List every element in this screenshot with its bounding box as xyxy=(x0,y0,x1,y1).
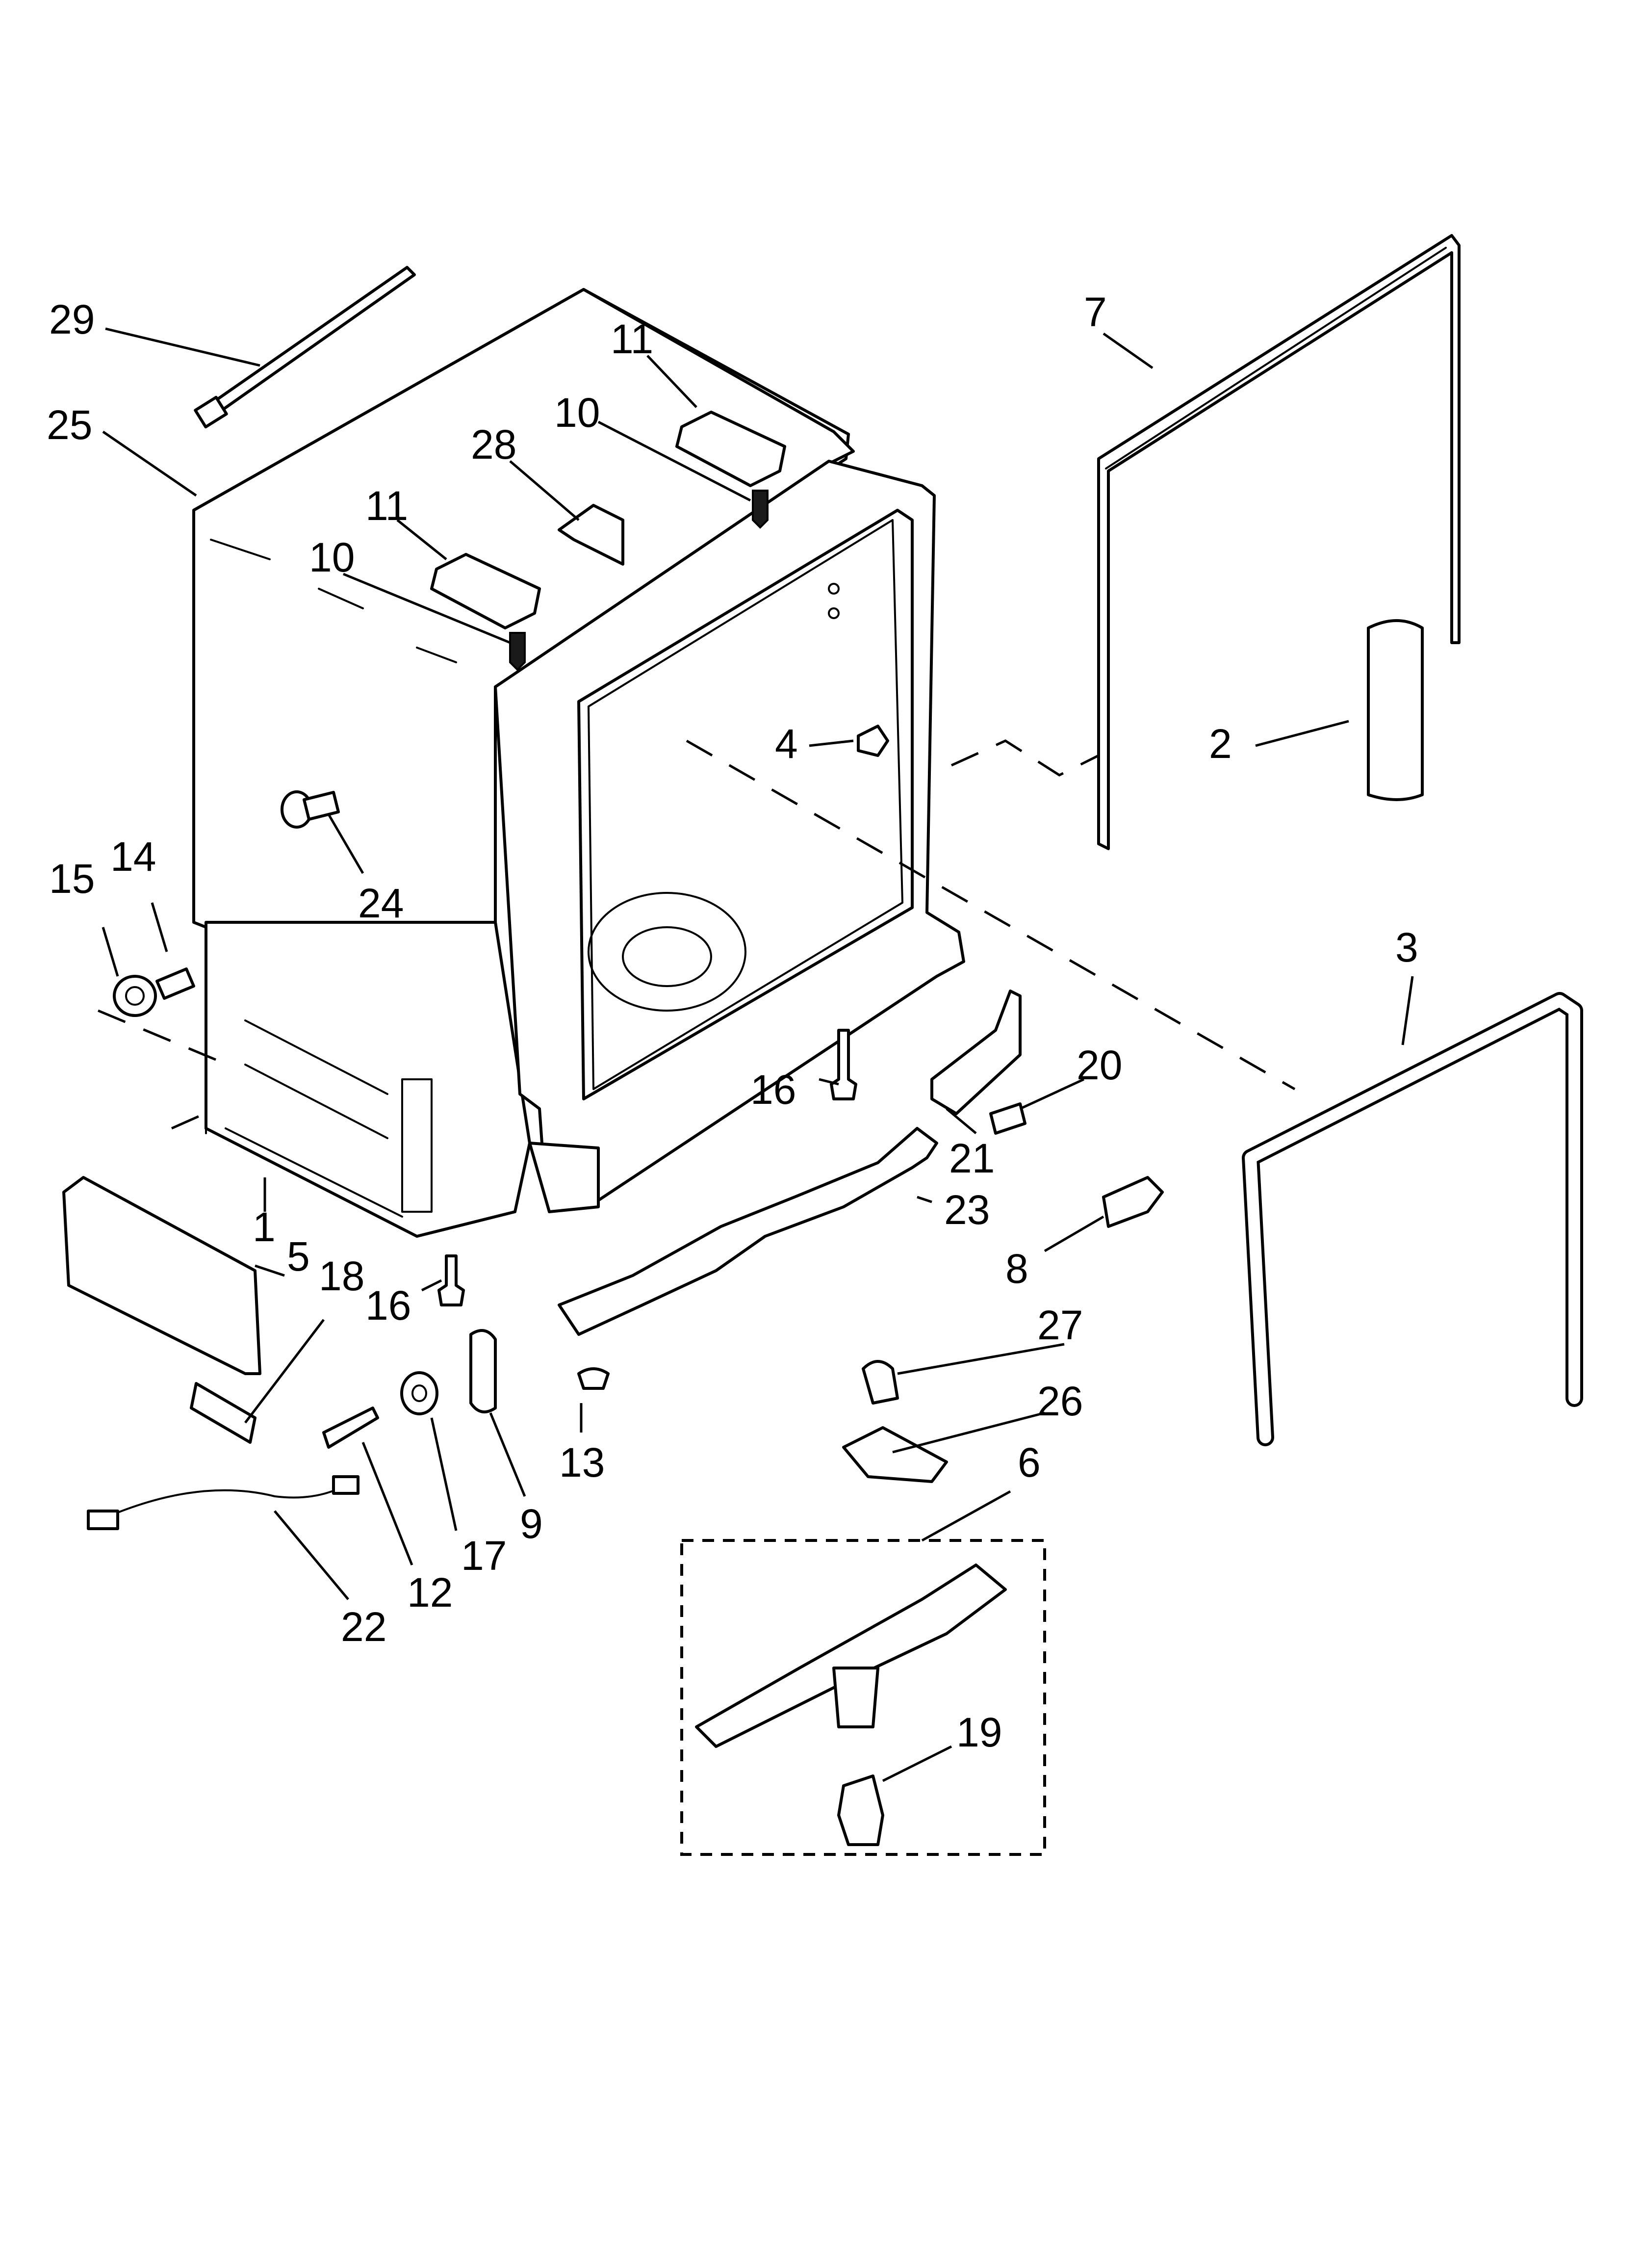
tub-opening xyxy=(588,519,903,1090)
callout-16-upper: 16 xyxy=(750,1067,796,1113)
tub-top-marks xyxy=(210,539,457,663)
screw-left-part xyxy=(509,632,526,671)
cable-part xyxy=(97,1486,344,1522)
tub-gasket-part xyxy=(1242,992,1583,1446)
spray-arm-part xyxy=(695,1564,1007,1748)
tub-front-frame-inner xyxy=(577,509,914,1100)
callout-2: 2 xyxy=(1209,721,1232,767)
callout-16-lower: 16 xyxy=(365,1282,411,1329)
tub-hinge-foot xyxy=(528,1142,600,1213)
callout-10-left: 10 xyxy=(309,534,355,580)
clip-8-part xyxy=(1102,1176,1164,1228)
callout-9: 9 xyxy=(520,1501,543,1547)
tub-sump-inner xyxy=(622,926,712,987)
callout-26: 26 xyxy=(1037,1378,1083,1424)
callout-17: 17 xyxy=(461,1533,507,1579)
callout-28: 28 xyxy=(471,421,516,468)
callout-14: 14 xyxy=(110,834,156,880)
spray-arm-hub xyxy=(832,1667,879,1728)
cable-terminal-left xyxy=(87,1510,119,1530)
callout-21: 21 xyxy=(949,1135,995,1181)
callout-6: 6 xyxy=(1018,1439,1041,1486)
screw-14-part xyxy=(155,967,195,1000)
tub-hole-1 xyxy=(828,583,840,595)
screw-12-part xyxy=(322,1407,379,1449)
callout-13: 13 xyxy=(559,1439,605,1486)
callout-12: 12 xyxy=(407,1569,453,1616)
thermostat-part xyxy=(862,1360,899,1405)
callout-labels: 29 25 28 11 10 11 10 7 2 4 24 15 14 3 20… xyxy=(47,289,1418,1755)
push-pin-part xyxy=(577,1367,610,1390)
bracket-21-part xyxy=(930,990,1022,1115)
clip-part xyxy=(558,504,624,566)
push-button-part xyxy=(281,790,340,829)
callout-20: 20 xyxy=(1077,1042,1122,1088)
callout-25: 25 xyxy=(47,402,92,448)
dash-line-gasket xyxy=(950,739,1100,777)
float-switch-part xyxy=(837,1774,884,1846)
tub-rail-left xyxy=(225,1019,403,1218)
shield-part xyxy=(558,1127,938,1336)
callout-18: 18 xyxy=(319,1253,364,1299)
strip-part xyxy=(1367,619,1424,801)
cable-terminal-right xyxy=(332,1475,359,1495)
callout-29: 29 xyxy=(49,296,95,342)
callout-27: 27 xyxy=(1037,1302,1083,1348)
link-part xyxy=(469,1329,497,1413)
screw-right-part xyxy=(752,490,769,529)
spacer-part xyxy=(400,1371,438,1415)
plug-part xyxy=(857,725,889,757)
callout-23: 23 xyxy=(944,1187,990,1233)
callout-4: 4 xyxy=(775,721,798,767)
dash-line-tub-gasket xyxy=(686,739,1296,1091)
spring-part xyxy=(190,1382,257,1444)
leader-lines xyxy=(102,327,1414,1782)
tub-lower-housing xyxy=(205,921,531,1238)
door-gasket-part xyxy=(1097,234,1461,850)
callout-22: 22 xyxy=(341,1604,386,1650)
bracket-left-part xyxy=(430,553,541,629)
tub-bracket-bottom xyxy=(401,1078,433,1213)
leveling-leg-upper-part xyxy=(830,1029,857,1100)
callout-19: 19 xyxy=(956,1709,1002,1755)
callout-8: 8 xyxy=(1005,1246,1028,1292)
spray-arm-group-box xyxy=(680,1539,1046,1856)
callout-10-right: 10 xyxy=(554,390,600,436)
tub-assembly xyxy=(192,288,965,1238)
callout-3: 3 xyxy=(1395,924,1418,970)
tie-strap-part xyxy=(194,266,416,429)
tub-hole-2 xyxy=(828,607,840,619)
callout-15: 15 xyxy=(49,856,95,902)
callout-5: 5 xyxy=(287,1233,310,1279)
nut-part xyxy=(113,975,157,1017)
callout-24: 24 xyxy=(358,880,404,926)
screw-20-part xyxy=(989,1102,1026,1135)
panel-part xyxy=(62,1176,261,1375)
callout-1: 1 xyxy=(253,1204,276,1250)
tub-sump-bowl xyxy=(588,892,746,1012)
dash-line-left xyxy=(98,1009,217,1130)
bracket-26-part xyxy=(842,1426,948,1483)
callout-7: 7 xyxy=(1084,289,1107,335)
leveling-leg-lower-part xyxy=(437,1254,465,1306)
callout-11-left: 11 xyxy=(365,483,408,529)
callout-11-right: 11 xyxy=(611,316,653,362)
bracket-right-part xyxy=(675,411,786,487)
